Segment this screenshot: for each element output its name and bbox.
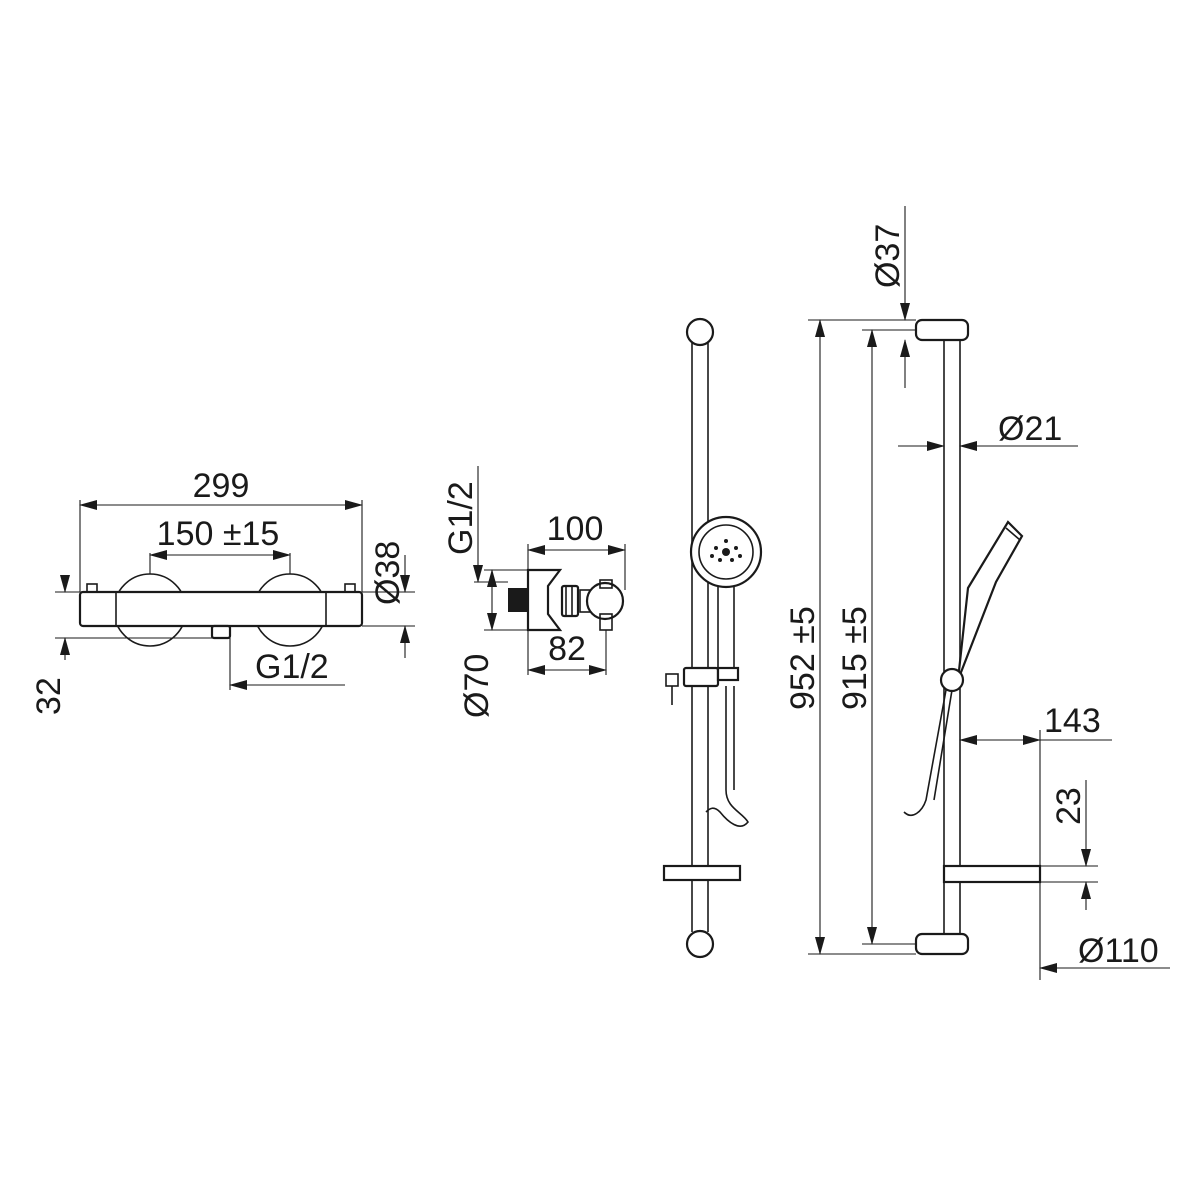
mixer-dimensions: 299 150 ±15 Ø38 32 G1/2: [30, 467, 415, 715]
dim-82: 82: [548, 630, 586, 668]
dim-143: 143: [1044, 702, 1101, 740]
wall-connector: [508, 568, 625, 632]
dim-23: 23: [1050, 787, 1088, 825]
dim-100: 100: [547, 510, 604, 548]
connector-dimensions: G1/2 100 82 Ø70: [442, 466, 626, 718]
dim-d21: Ø21: [998, 410, 1062, 448]
shower-rail-side: [903, 318, 1042, 956]
dim-thread-g12: G1/2: [442, 481, 480, 555]
shower-rail-front: [662, 317, 763, 959]
dim-d38: Ø38: [369, 541, 407, 605]
dim-299: 299: [193, 467, 250, 505]
dim-32: 32: [30, 677, 68, 715]
thermostatic-mixer: [78, 573, 364, 647]
dim-d70: Ø70: [458, 654, 496, 718]
dim-d110: Ø110: [1078, 932, 1159, 970]
dim-915: 915 ±5: [836, 606, 874, 710]
dim-d37: Ø37: [869, 224, 907, 288]
dim-952: 952 ±5: [784, 606, 822, 710]
dim-150: 150 ±15: [157, 515, 280, 553]
rail-dimensions: Ø37 Ø21 952 ±5 915 ±5 143 23 Ø110: [784, 206, 1170, 980]
dim-outlet-g12: G1/2: [255, 648, 329, 686]
